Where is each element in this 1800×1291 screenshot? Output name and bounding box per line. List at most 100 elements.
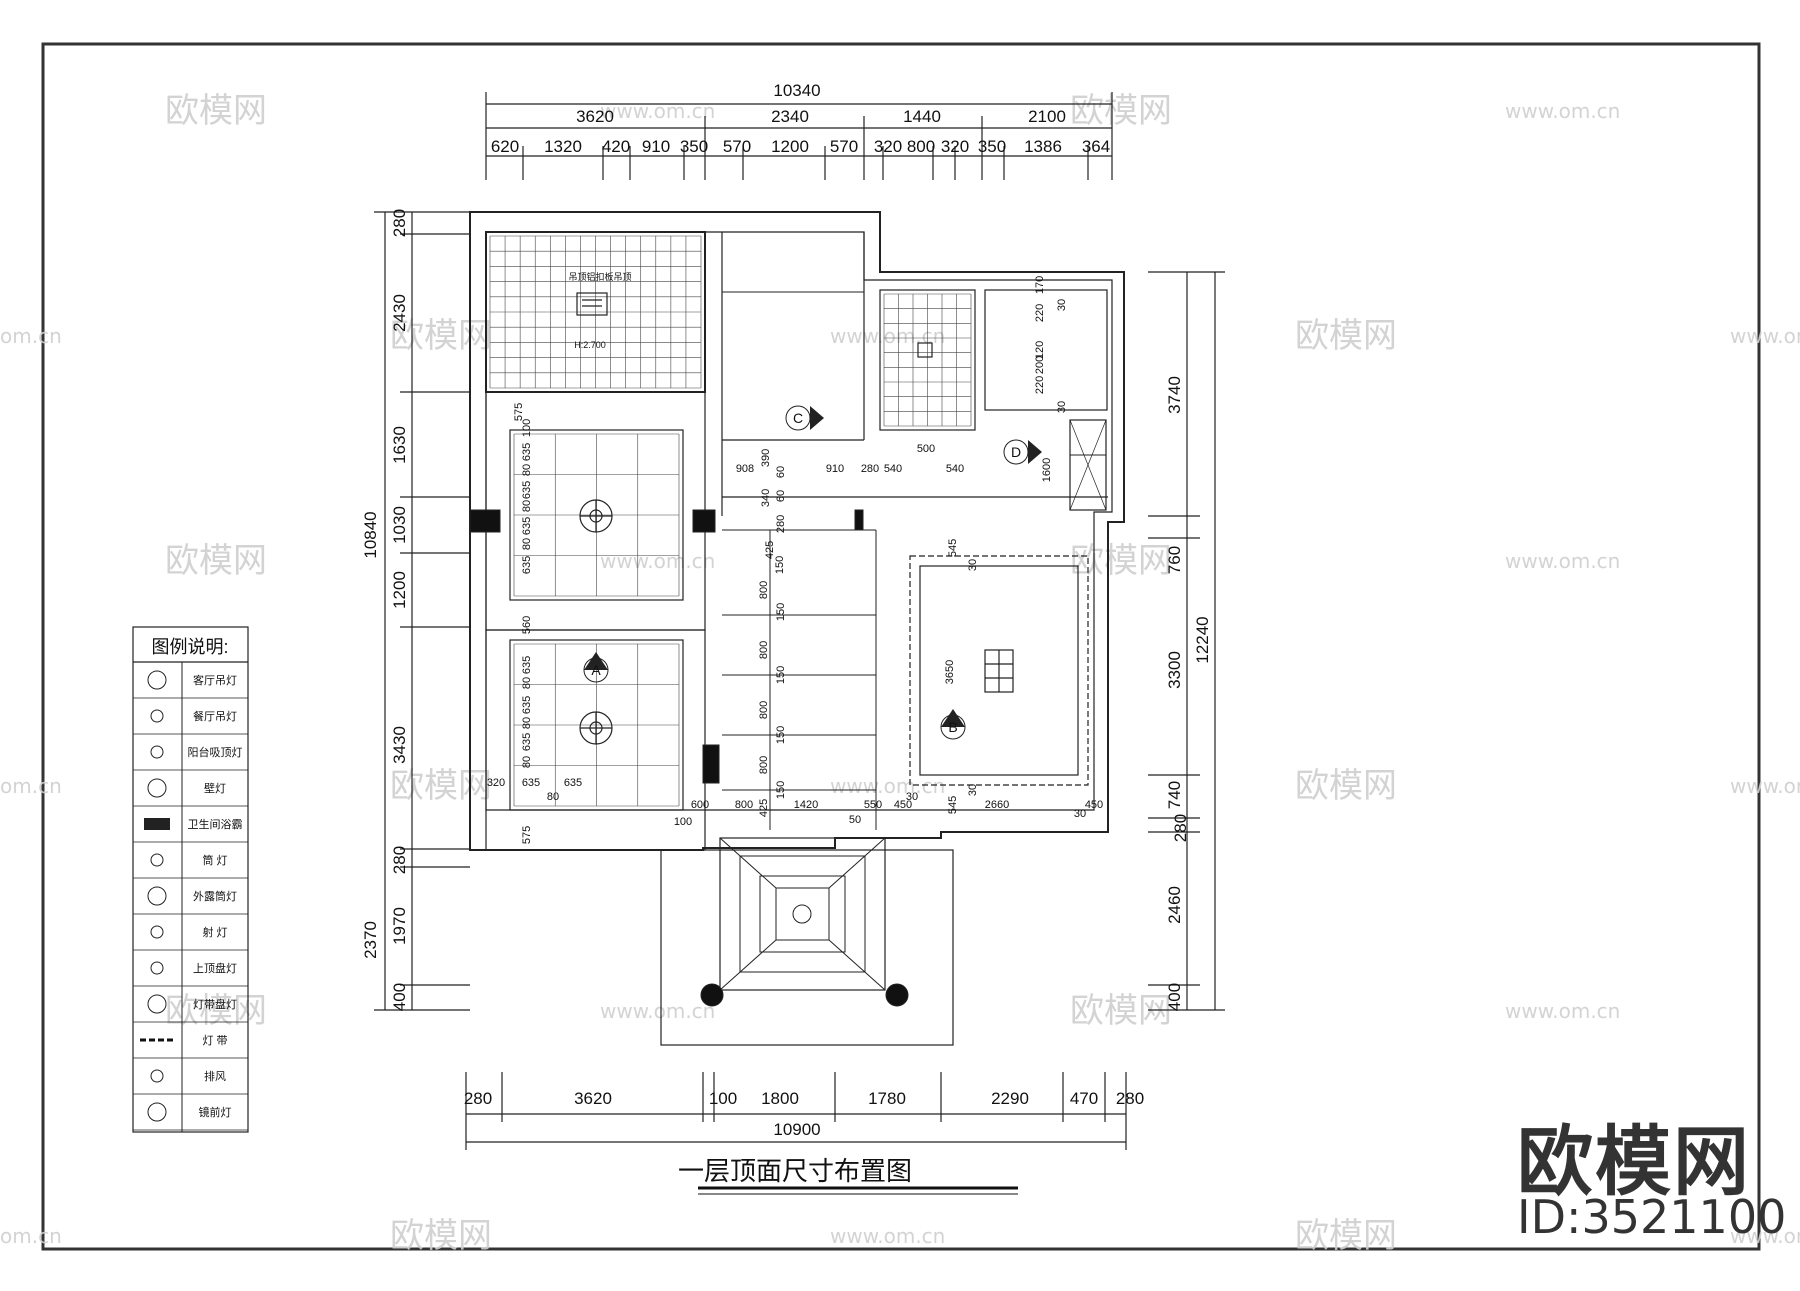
dim-label: 400	[390, 983, 409, 1011]
inner-dimension-label: 30	[906, 791, 918, 803]
dim-label: 280	[390, 846, 409, 874]
dim-label: 364	[1082, 137, 1110, 156]
svg-text:欧模网: 欧模网	[390, 316, 492, 356]
svg-text:www.om.cn: www.om.cn	[830, 324, 945, 348]
inner-dimension-label: 1600	[1041, 458, 1053, 482]
inner-dimension-label: 500	[917, 443, 935, 455]
inner-dimension-label: 425	[764, 541, 776, 559]
inner-dimension-label: 635	[521, 517, 533, 535]
left-total-label: 10840	[361, 511, 380, 558]
left-dimension-labels: 10840 2370 280 2430 1630 1030 1200 3430 …	[361, 209, 409, 1011]
right-dimensions	[1148, 271, 1225, 1011]
legend-label: 餐厅吊灯	[193, 709, 237, 723]
dim-label: 570	[830, 137, 858, 156]
inner-dimension-label: 800	[758, 756, 770, 774]
inner-dimension-label: 575	[521, 826, 533, 844]
brand-watermark: 欧模网 ID:3521100	[1505, 1100, 1786, 1270]
dim-label: 1630	[390, 426, 409, 464]
legend-title: 图例说明:	[151, 637, 228, 657]
legend-label: 灯带盘灯	[193, 997, 237, 1011]
svg-text:欧模网: 欧模网	[165, 541, 267, 581]
inner-dimension-label: 150	[774, 556, 786, 574]
inner-dimension-label: 320	[487, 777, 505, 789]
dim-label: 3620	[574, 1089, 612, 1108]
left-dimensions	[374, 211, 470, 1011]
svg-text:om.cn: om.cn	[0, 774, 62, 798]
inner-dimension-label: 1420	[794, 799, 818, 811]
inner-dimension-label: 150	[775, 603, 787, 621]
svg-text:D: D	[1011, 444, 1021, 460]
round-ceiling-light-icon	[147, 994, 167, 1014]
fixtures	[576, 292, 1014, 745]
dim-label: 570	[723, 137, 751, 156]
top-total-label: 10340	[773, 81, 820, 100]
dim-label: 2370	[361, 921, 380, 959]
dim-label: 1200	[390, 571, 409, 609]
inner-dimension-label: 540	[884, 463, 902, 475]
inner-dimension-label: 60	[775, 466, 787, 478]
bottom-dimensions	[465, 1072, 1127, 1150]
drawing-title: 一层顶面尺寸布置图	[678, 1156, 1018, 1195]
inner-dimension-label: 800	[758, 641, 770, 659]
svg-text:欧模网: 欧模网	[1070, 91, 1172, 131]
svg-text:www.om.cn: www.om.cn	[1730, 1224, 1800, 1248]
dining-pendant-icon	[150, 709, 164, 723]
section-mark-b: B	[940, 709, 966, 740]
legend-label: 外露筒灯	[193, 889, 237, 903]
top-dimensions	[485, 92, 1113, 180]
dim-label: 2100	[1028, 107, 1066, 126]
drawing-title-text: 一层顶面尺寸布置图	[678, 1156, 912, 1186]
dim-label: 280	[390, 209, 409, 237]
svg-text:www.om.cn: www.om.cn	[600, 549, 715, 573]
ceiling-spot-icon	[150, 925, 164, 939]
dim-label: 3430	[390, 726, 409, 764]
dim-label: 740	[1165, 781, 1184, 809]
inner-dimension-label: 2660	[985, 799, 1009, 811]
inner-dimension-label: 50	[849, 814, 861, 826]
inner-dimension-label: 635	[521, 443, 533, 461]
right-dimension-labels: 3740 760 3300 740 280 2460 400 12240	[1165, 376, 1212, 1011]
inner-dimension-label: 910	[826, 463, 844, 475]
legend-label: 灯 带	[202, 1034, 227, 1047]
dim-label: 1320	[544, 137, 582, 156]
svg-text:欧模网: 欧模网	[165, 991, 267, 1031]
inner-dimension-label: 635	[522, 777, 540, 789]
inner-dimension-label: 220	[1034, 304, 1046, 322]
inner-dimension-label: 575	[513, 403, 525, 421]
inner-dimension-label: 635	[564, 777, 582, 789]
inner-dimension-label: 635	[521, 481, 533, 499]
inner-dimension-label: H:2.700	[574, 340, 606, 350]
inner-dimension-label: 800	[735, 799, 753, 811]
inner-dimension-label: 635	[521, 556, 533, 574]
inner-dimension-label: 80	[521, 717, 533, 729]
brand-id: ID:3521100	[1517, 1190, 1787, 1244]
svg-text:om.cn: om.cn	[0, 324, 62, 348]
inner-dimension-label: 450	[894, 799, 912, 811]
svg-text:www.om.cn: www.om.cn	[1505, 999, 1620, 1023]
svg-text:www.om.cn: www.om.cn	[600, 999, 715, 1023]
inner-dimension-label: 30	[1074, 808, 1086, 820]
svg-text:B: B	[948, 719, 957, 735]
section-marks: A B C D	[583, 405, 1042, 740]
inner-dimension-label: 600	[691, 799, 709, 811]
inner-dimension-label: 545	[947, 539, 959, 557]
dim-label: 800	[907, 137, 935, 156]
inner-dimension-label: 吊顶铝扣板吊顶	[568, 271, 631, 282]
inner-dimension-label: 635	[521, 696, 533, 714]
dim-label: 1800	[761, 1089, 799, 1108]
watermarks: 欧模网 欧模网 欧模网 欧模网 欧模网 欧模网 欧模网 欧模网 欧模网 欧模网 …	[0, 91, 1800, 1256]
inner-dimension-label: 635	[521, 656, 533, 674]
svg-text:欧模网: 欧模网	[1070, 541, 1172, 581]
chandelier-icon	[579, 711, 613, 745]
inner-dimension-label: 800	[758, 581, 770, 599]
svg-text:欧模网: 欧模网	[1295, 316, 1397, 356]
dim-label: 350	[978, 137, 1006, 156]
legend-label: 卫生间浴霸	[188, 817, 243, 831]
svg-text:欧模网: 欧模网	[390, 1216, 492, 1256]
dim-label: 280	[1171, 814, 1190, 842]
dim-label: 3300	[1165, 651, 1184, 689]
inner-dimension-label: 30	[967, 784, 979, 796]
exhaust-fan-icon	[917, 342, 933, 358]
